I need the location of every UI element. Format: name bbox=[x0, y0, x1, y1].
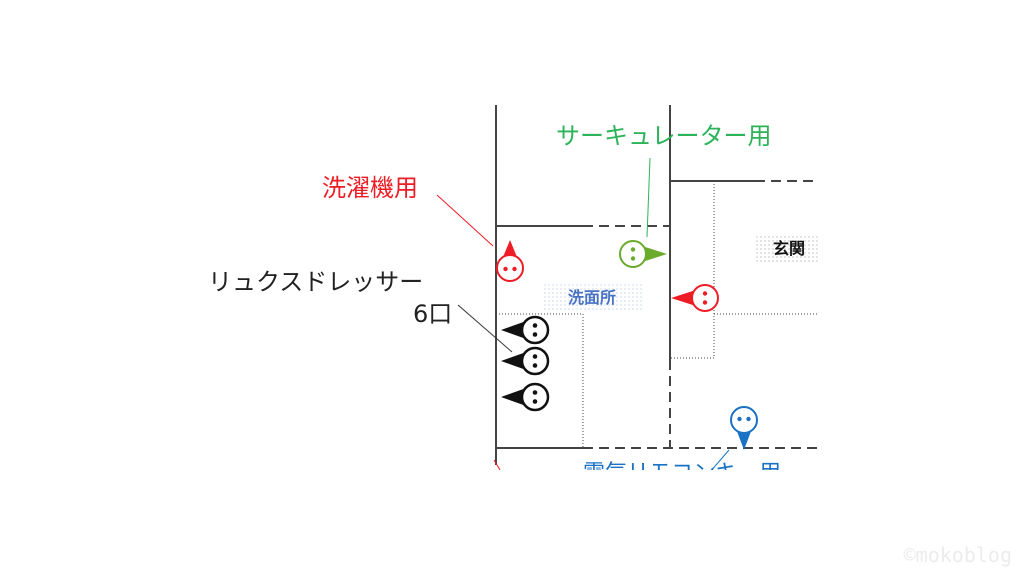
watermark: ©mokoblog bbox=[904, 543, 1012, 567]
remote-label: 電気リモコンキー用 bbox=[583, 461, 781, 486]
remote-leader bbox=[711, 449, 730, 470]
dresser-leader bbox=[457, 304, 513, 353]
washroom-label-bg bbox=[542, 282, 642, 310]
circulator-leader bbox=[646, 157, 651, 238]
dresser-label: リュクスドレッサー bbox=[208, 268, 423, 296]
remote-outlet-icon bbox=[730, 406, 758, 450]
dresser-count-label: 6口 bbox=[413, 300, 452, 328]
entrance-outlet-icon bbox=[671, 284, 719, 312]
dresser-outlet-1-icon bbox=[501, 315, 550, 345]
washroom-label: 洗面所 bbox=[568, 288, 616, 307]
walls bbox=[495, 105, 818, 465]
red-mark bbox=[493, 459, 501, 470]
washing-machine-label: 洗濯機用 bbox=[322, 174, 418, 202]
washing-machine-leader bbox=[436, 194, 494, 247]
entrance-label: 玄関 bbox=[773, 239, 805, 258]
dresser-outlet-3-icon bbox=[501, 382, 550, 412]
circulator-label: サーキュレーター用 bbox=[556, 122, 772, 150]
dresser-outlet-2-icon bbox=[501, 346, 550, 376]
washing-machine-outlet-icon bbox=[496, 240, 524, 282]
circulator-outlet-icon bbox=[619, 240, 667, 268]
entrance-label-bg bbox=[755, 235, 819, 263]
